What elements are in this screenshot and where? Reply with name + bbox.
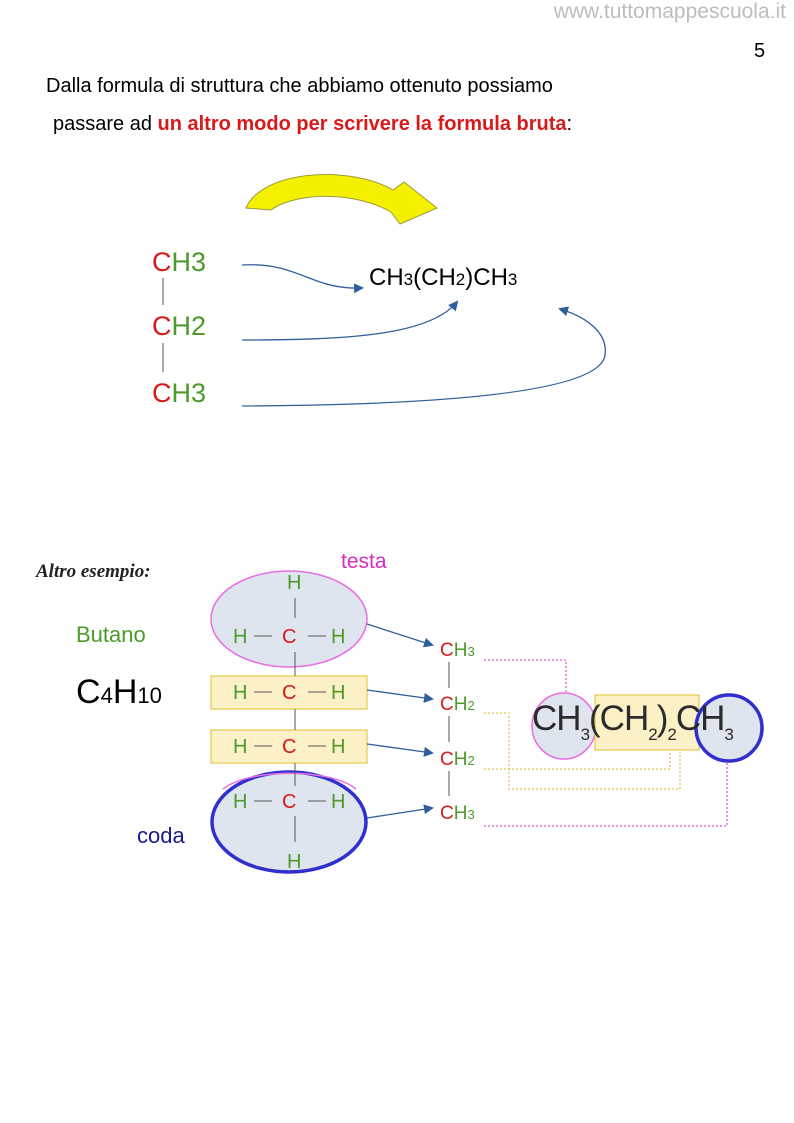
atom-h: H — [287, 851, 301, 873]
intro-paragraph: Dalla formula di struttura che abbiamo o… — [46, 67, 572, 143]
condensed-formula: CH3(CH2)CH3 — [369, 264, 517, 291]
ch2-box-1 — [210, 675, 368, 710]
dotted-connector — [484, 659, 567, 693]
connector-arrow — [366, 804, 434, 819]
atom-c: C — [282, 791, 296, 813]
cond-group-2: CH2 — [440, 694, 475, 715]
testa-label: testa — [341, 550, 387, 573]
group-ch3-bottom: CH3 — [152, 378, 206, 408]
atom-h: H — [233, 791, 247, 813]
ch2-box-2 — [210, 729, 368, 764]
intro-line-2-post: : — [566, 113, 573, 135]
connector-arrow — [241, 306, 606, 407]
page-number: 5 — [754, 40, 766, 62]
atom-c: C — [282, 626, 296, 648]
big-ch2-box — [594, 694, 700, 751]
cond-group-1: CH3 — [440, 640, 475, 661]
dotted-connector — [484, 763, 728, 827]
dotted-connector — [484, 752, 671, 770]
coda-label: coda — [137, 823, 185, 848]
intro-line-1: Dalla formula di struttura che abbiamo o… — [46, 75, 553, 97]
atom-h: H — [331, 791, 345, 813]
group-ch2-middle: CH2 — [152, 311, 206, 341]
testa-ellipse — [210, 570, 368, 668]
website-url: www.tuttomappescuola.it — [553, 0, 786, 23]
intro-highlight: un altro modo per scrivere la formula br… — [157, 113, 567, 135]
compound-name: Butano — [76, 622, 146, 647]
atom-c: C — [282, 682, 296, 704]
atom-h: H — [233, 736, 247, 758]
atom-h: H — [331, 682, 345, 704]
big-ch3-right-circle — [694, 693, 764, 763]
connector-arrow — [366, 743, 434, 757]
intro-line-2-pre: passare ad — [53, 113, 158, 135]
atom-h: H — [233, 682, 247, 704]
dotted-connector — [484, 712, 681, 790]
big-condensed-formula: CH3(CH2)2CH3 — [532, 699, 733, 744]
connector-arrow — [241, 300, 459, 341]
coda-ellipse-top-pink — [222, 772, 357, 790]
connector-arrow — [366, 623, 434, 648]
atom-c: C — [282, 736, 296, 758]
intro-line-2: passare ad un altro modo per scrivere la… — [46, 105, 572, 143]
atom-h: H — [287, 572, 301, 594]
group-ch3-top: CH3 — [152, 247, 206, 277]
connector-arrow — [241, 264, 364, 294]
atom-h: H — [331, 626, 345, 648]
connector-arrow — [366, 689, 434, 703]
altro-esempio-title: Altro esempio: — [36, 561, 151, 582]
atom-h: H — [331, 736, 345, 758]
cond-group-3: CH2 — [440, 749, 475, 770]
cond-group-4: CH3 — [440, 803, 475, 824]
coda-ellipse — [210, 770, 368, 874]
molecular-formula: C4H10 — [76, 673, 162, 711]
curved-arrow-icon — [245, 174, 438, 225]
atom-h: H — [233, 626, 247, 648]
